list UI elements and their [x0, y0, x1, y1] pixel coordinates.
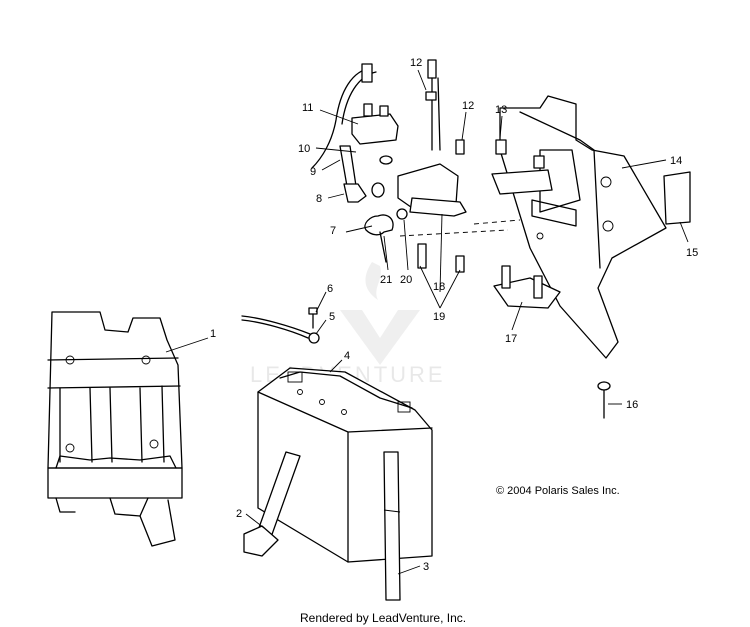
- callout-2: 2: [236, 508, 242, 520]
- battery-holder-bracket: [47, 311, 183, 547]
- callout-21: 21: [380, 274, 392, 286]
- callout-19: 19: [433, 311, 445, 323]
- callout-3: 3: [423, 561, 429, 573]
- relay-assembly: [311, 59, 521, 273]
- watermark-logo: LEADVENTURE: [250, 262, 443, 387]
- callout-6: 6: [327, 283, 333, 295]
- callout-13: 13: [495, 104, 507, 116]
- callout-labels: 1 2 3 4 5 6 7 8 9 10 11 12 12 13 14 15 1…: [210, 57, 698, 573]
- push-rivet: [597, 381, 611, 419]
- footer-credit: Rendered by LeadVenture, Inc.: [300, 611, 466, 625]
- callout-1: 1: [210, 328, 216, 340]
- callout-4: 4: [344, 350, 350, 362]
- battery-cable: [241, 307, 320, 344]
- callout-10: 10: [298, 143, 310, 155]
- callout-17: 17: [505, 333, 517, 345]
- callout-16: 16: [626, 399, 638, 411]
- callout-14: 14: [670, 155, 682, 167]
- callout-11: 11: [302, 102, 313, 114]
- copyright-notice: © 2004 Polaris Sales Inc.: [496, 485, 620, 497]
- vent-tube-left: [243, 451, 301, 557]
- label-decal: [663, 171, 691, 225]
- callout-12b: 12: [462, 100, 474, 112]
- callout-18: 18: [433, 281, 445, 293]
- callout-7: 7: [330, 225, 336, 237]
- callout-9: 9: [310, 166, 316, 178]
- callout-5: 5: [329, 311, 335, 323]
- callout-20: 20: [400, 274, 412, 286]
- callout-8: 8: [316, 193, 322, 205]
- callout-12a: 12: [410, 57, 422, 69]
- vent-tube-right: [383, 451, 401, 601]
- lower-bracket: [493, 265, 561, 309]
- callout-15: 15: [686, 247, 698, 259]
- mounting-plate: [491, 95, 667, 359]
- leader-lines: [165, 69, 689, 575]
